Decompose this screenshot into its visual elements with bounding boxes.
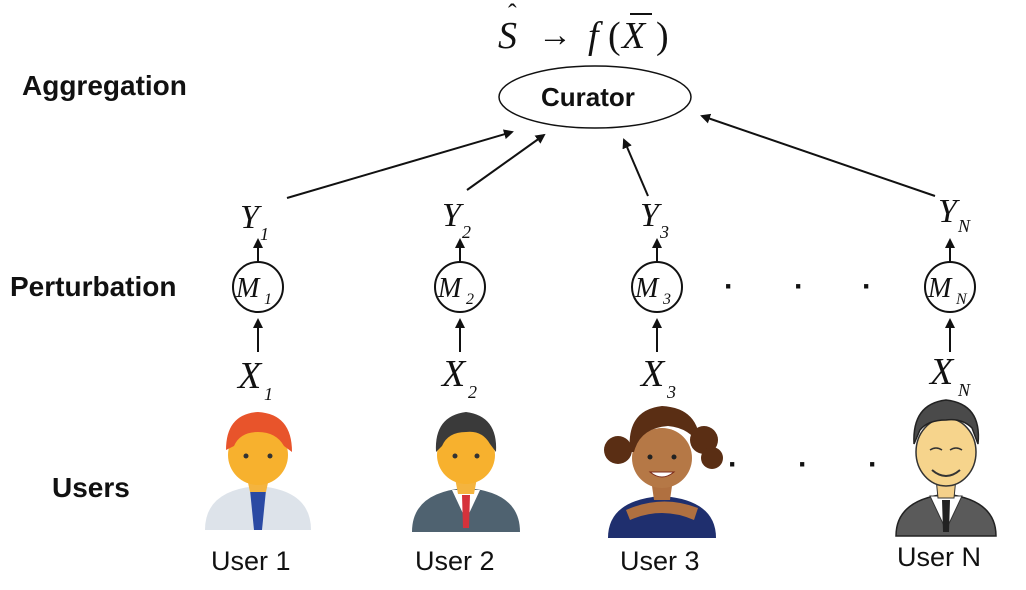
- input-variable: X: [236, 355, 263, 397]
- user-column-2: Y 2 M 2 X 2 User 2: [412, 197, 520, 576]
- formula-arrow: →: [538, 17, 572, 54]
- mechanism-symbol: M: [437, 273, 463, 304]
- user-column-1: Y 1 M 1 X 1 User 1: [205, 199, 311, 576]
- curator-label: Curator: [541, 82, 635, 112]
- arrow-y3-to-curator: [622, 138, 649, 197]
- input-variable: X: [928, 351, 955, 393]
- user-column-3: Y 3 M 3 X 3 User 3: [604, 197, 723, 576]
- output-variable: Y: [240, 199, 262, 236]
- perturbation-ellipsis: · · ·: [724, 270, 872, 303]
- input-subscript: N: [957, 380, 971, 400]
- mechanism-symbol: M: [634, 273, 660, 304]
- output-subscript: 1: [260, 224, 269, 244]
- curator-node: [498, 65, 692, 129]
- mechanism-subscript: 1: [264, 291, 272, 308]
- mechanism-subscript: 3: [662, 291, 671, 308]
- output-variable: Y: [938, 193, 960, 230]
- input-subscript: 3: [666, 382, 676, 402]
- output-subscript: 3: [659, 222, 669, 242]
- ellipsis-dot: ·: [728, 448, 738, 481]
- male-red-hair-avatar-icon: [205, 412, 311, 530]
- output-subscript: N: [957, 216, 971, 236]
- arrow-y1-to-curator: [286, 129, 514, 199]
- ellipsis-dot: ·: [862, 270, 872, 303]
- formula-function: f: [588, 15, 603, 57]
- curator-formula: S ˆ → f ( X ): [498, 0, 669, 57]
- mechanism-node: [924, 261, 976, 313]
- mechanism-subscript: N: [955, 291, 968, 308]
- formula-estimate: S: [498, 15, 517, 57]
- user-column-n: Y N M N X N User N: [895, 193, 997, 572]
- male-suit-avatar-icon: [412, 412, 520, 532]
- female-curly-hair-avatar-icon: [604, 406, 723, 538]
- arrow-yn-to-curator: [700, 113, 936, 197]
- input-variable: X: [440, 353, 467, 395]
- formula-argument: X: [620, 15, 647, 57]
- hat-accent: ˆ: [508, 0, 517, 28]
- ellipsis-dot: ·: [798, 448, 808, 481]
- mechanism-node: [434, 261, 486, 313]
- mechanism-symbol: M: [235, 273, 261, 304]
- users-ellipsis: · · ·: [728, 448, 878, 481]
- user-name-label: User N: [897, 542, 981, 572]
- arrow-y2-to-curator: [466, 133, 546, 191]
- mechanism-symbol: M: [927, 273, 953, 304]
- user-name-label: User 3: [620, 546, 700, 576]
- formula-close-paren: ): [656, 15, 669, 57]
- input-variable: X: [639, 353, 666, 395]
- mechanism-node: [232, 261, 284, 313]
- aggregation-label: Aggregation: [22, 70, 187, 101]
- mechanism-subscript: 2: [466, 291, 474, 308]
- users-label: Users: [52, 472, 130, 503]
- perturbation-label: Perturbation: [10, 271, 176, 302]
- ellipsis-dot: ·: [794, 270, 804, 303]
- output-variable: Y: [442, 197, 464, 234]
- input-subscript: 2: [468, 382, 477, 402]
- output-subscript: 2: [462, 222, 471, 242]
- ellipsis-dot: ·: [724, 270, 734, 303]
- user-name-label: User 1: [211, 546, 291, 576]
- output-variable: Y: [640, 197, 662, 234]
- mechanism-node: [631, 261, 683, 313]
- ellipsis-dot: ·: [868, 448, 878, 481]
- input-subscript: 1: [264, 384, 273, 404]
- user-name-label: User 2: [415, 546, 495, 576]
- older-male-suit-avatar-icon: [895, 399, 997, 537]
- formula-open-paren: (: [608, 15, 621, 57]
